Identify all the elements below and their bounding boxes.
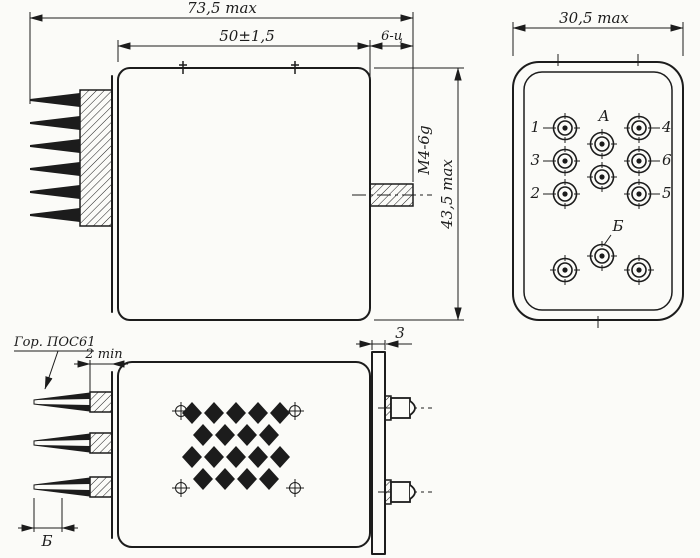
dim-height-label: 43,5 max [438, 159, 456, 230]
dim-flange: 3 [356, 324, 412, 350]
dim-height: 43,5 max [374, 67, 464, 321]
side-view: 73,5 max 50±1,5 6-ц М4-6g 43,5 max [29, 0, 464, 321]
dim-width: 30,5 max [512, 9, 684, 56]
solder-note-label: Гор. ПОС61 [13, 335, 96, 350]
thread-label: М4-6g [415, 125, 433, 175]
dim-clearance: 2 min [74, 347, 128, 396]
solder-note-callout: Гор. ПОС61 [13, 335, 96, 390]
relay-body-bottom-outline [117, 361, 371, 548]
dim-body: 50±1,5 [117, 27, 371, 180]
dim-stud: 6-ц [369, 29, 414, 50]
dim-tip-length-label: Б [40, 532, 52, 550]
pin-label-2: 2 [529, 184, 540, 202]
top-mounting-mark-left [179, 61, 187, 74]
pin-labels: 1 3 2 4 6 5 А Б [529, 107, 672, 246]
dim-body-label: 50±1,5 [219, 27, 275, 45]
pin-label-3: 3 [530, 151, 540, 169]
mounting-flange [371, 351, 386, 555]
pin-label-b: Б [611, 217, 623, 235]
pin-label-1: 1 [530, 118, 540, 136]
solder-pins [33, 391, 113, 498]
contact-pins [30, 93, 80, 222]
mounting-stud-bottom [378, 479, 432, 505]
dim-stud-label: 6-ц [381, 29, 403, 44]
mounting-stud-top [378, 395, 432, 421]
connector-face-view: 30,5 max 1 3 2 4 6 5 А Б [512, 9, 684, 328]
pin-label-5: 5 [662, 184, 672, 202]
bottom-view: Гор. ПОС61 2 min Б 3 [13, 324, 432, 555]
connector-pins [549, 112, 655, 286]
dim-flange-label: 3 [395, 324, 405, 342]
pin-label-6: 6 [662, 151, 672, 169]
relay-body-outline [117, 67, 371, 321]
pin-label-4: 4 [661, 118, 672, 136]
threaded-stud [369, 183, 414, 207]
pin-block [79, 89, 113, 227]
connector-inner-outline [523, 71, 673, 311]
pin-label-a: А [597, 107, 609, 125]
dim-width-label: 30,5 max [559, 9, 629, 27]
dim-overall-label: 73,5 max [187, 0, 257, 17]
diamond-pattern [182, 402, 290, 490]
dim-tip-length: Б [18, 498, 78, 550]
top-mounting-mark-right [291, 61, 299, 74]
dim-overall: 73,5 max [29, 0, 414, 182]
dim-clearance-label: 2 min [84, 347, 122, 362]
